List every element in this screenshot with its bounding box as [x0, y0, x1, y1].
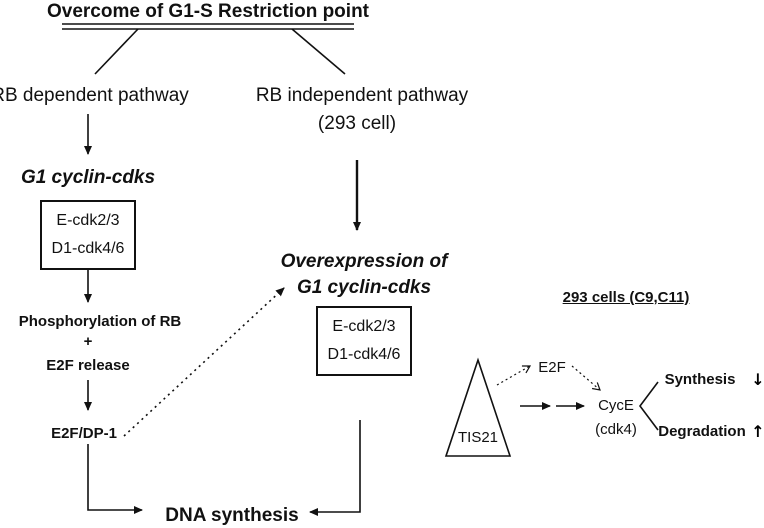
overexpression-label-line-1: Overexpression of: [280, 251, 448, 272]
left-g1-cyclin-cdks-label: G1 cyclin-cdks: [20, 167, 156, 188]
dotted-arrow-e2f-to-cyce: [571, 365, 601, 391]
dna-synthesis-label: DNA synthesis: [165, 505, 299, 526]
tis21-label: TIS21: [457, 429, 499, 446]
tis21-triangle: [444, 357, 512, 457]
left-cyclin-box: E-cdk2/3 D1-cdk4/6: [40, 200, 136, 270]
split-bracket: [639, 381, 659, 431]
rb-independent-pathway-label: RB independent pathway: [255, 85, 469, 106]
rb-dependent-pathway-label: RB dependent pathway: [0, 85, 189, 106]
branch-right: [291, 28, 346, 75]
diagram-title: Overcome of G1-S Restriction point: [47, 1, 369, 22]
plus-sign: +: [83, 333, 93, 350]
synthesis-label: Synthesis: [664, 371, 736, 388]
cell-293-label: (293 cell): [317, 113, 397, 134]
phosphorylation-label: Phosphorylation of RB: [18, 313, 182, 330]
down-arrow-icon: ↓: [751, 370, 764, 389]
cyce-label: CycE: [598, 397, 634, 414]
dotted-arrow-tis21-to-e2f: [496, 365, 532, 386]
dotted-arrow-e2f-to-overexpression: [123, 287, 285, 437]
up-arrow-icon: ↑: [751, 422, 764, 441]
inset-e2f-label: E2F: [538, 359, 566, 376]
right-box-line-2: D1-cdk4/6: [327, 346, 401, 363]
arrow-e2f-to-dna: [87, 444, 143, 514]
e2f-release-label: E2F release: [46, 357, 130, 374]
right-box-line-1: E-cdk2/3: [332, 318, 396, 335]
branch-left: [94, 28, 139, 75]
arrow-box-to-dna: [309, 420, 361, 516]
left-box-line-1: E-cdk2/3: [56, 212, 120, 229]
e2f-dp1-label: E2F/DP-1: [51, 425, 117, 442]
cdk4-label: (cdk4): [595, 421, 637, 438]
right-cyclin-box: E-cdk2/3 D1-cdk4/6: [316, 306, 412, 376]
inset-heading: 293 cells (C9,C11): [562, 289, 690, 306]
degradation-label: Degradation: [658, 423, 746, 440]
overexpression-label-line-2: G1 cyclin-cdks: [296, 277, 432, 298]
left-box-line-2: D1-cdk4/6: [51, 240, 125, 257]
